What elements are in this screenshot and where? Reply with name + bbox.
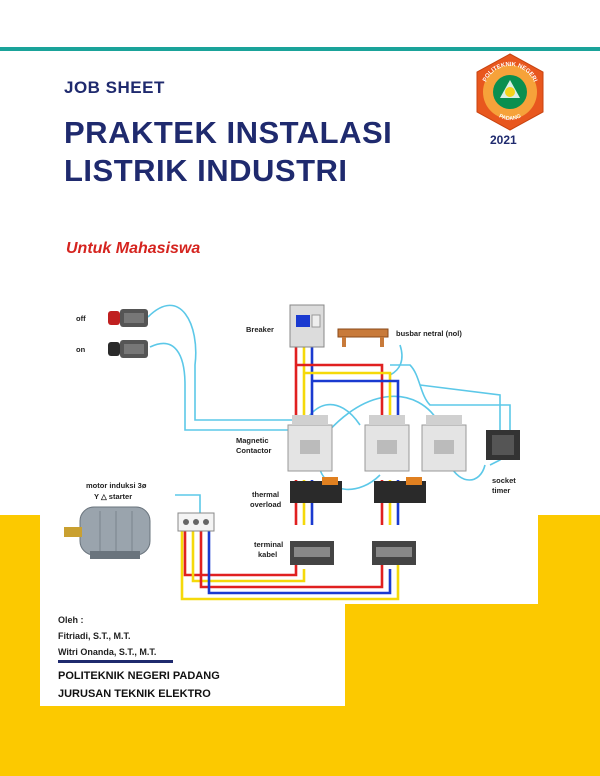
induction-motor (64, 506, 151, 559)
authors-by-label: Oleh : (58, 615, 84, 625)
label-motor-line2: Y △ starter (94, 492, 132, 501)
thermal-overload-2 (374, 477, 426, 503)
logo-bottom-text: PADANG (498, 113, 522, 122)
institution-rule (58, 660, 173, 663)
author-2: Witri Onanda, S.T., M.T. (58, 647, 157, 657)
institution-logo: POLITEKNIK NEGERI PADANG (476, 53, 544, 131)
label-socket-line1: socket (492, 476, 516, 485)
label-socket-line2: timer (492, 486, 510, 495)
label-on: on (76, 345, 86, 354)
terminal-block-1 (290, 541, 334, 565)
thermal-overload-1 (290, 477, 342, 503)
label-off: off (76, 314, 86, 323)
title-line-2: LISTRIK INDUSTRI (64, 153, 348, 188)
label-contactor-line2: Contactor (236, 446, 271, 455)
magnetic-contactor-3 (421, 415, 467, 472)
label-busbar: busbar netral (nol) (396, 329, 462, 338)
page-title: PRAKTEK INSTALASI LISTRIK INDUSTRI (64, 114, 392, 190)
terminal-block-2 (372, 541, 416, 565)
job-sheet-label: JOB SHEET (64, 78, 165, 97)
magnetic-contactor-1 (287, 415, 333, 472)
institution: POLITEKNIK NEGERI PADANG JURUSAN TEKNIK … (58, 667, 220, 703)
yellow-block-right (345, 604, 600, 776)
label-terminal-line2: kabel (258, 550, 277, 559)
motor-terminal-box (177, 512, 215, 532)
label-contactor-line1: Magnetic (236, 436, 269, 445)
author-1: Fitriadi, S.T., M.T. (58, 631, 131, 641)
circuit-breaker (289, 304, 325, 348)
audience-subtitle: Untuk Mahasiswa (66, 240, 201, 257)
title-line-1: PRAKTEK INSTALASI (64, 115, 393, 150)
wiring-diagram: off on Breaker busbar netral (nol) Magne… (64, 304, 520, 601)
label-terminal-line1: terminal (254, 540, 283, 549)
label-thermal-line2: overload (250, 500, 282, 509)
label-motor-line1: motor induksi 3ø (86, 481, 147, 490)
institution-name: POLITEKNIK NEGERI PADANG (58, 670, 220, 682)
control-wires (147, 304, 511, 515)
magnetic-contactor-2 (364, 415, 410, 472)
publication-year: 2021 (490, 133, 517, 147)
neutral-busbar (337, 328, 389, 347)
pushbutton-off (108, 309, 148, 327)
socket-timer (486, 430, 520, 460)
authors: Oleh : Fitriadi, S.T., M.T. Witri Onanda… (58, 612, 156, 660)
yellow-block-right-edge (538, 515, 600, 615)
department-name: JURUSAN TEKNIK ELEKTRO (58, 688, 211, 700)
top-teal-rule (0, 47, 600, 51)
label-thermal-line1: thermal (252, 490, 279, 499)
pushbutton-on (108, 340, 148, 358)
label-breaker: Breaker (246, 325, 274, 334)
